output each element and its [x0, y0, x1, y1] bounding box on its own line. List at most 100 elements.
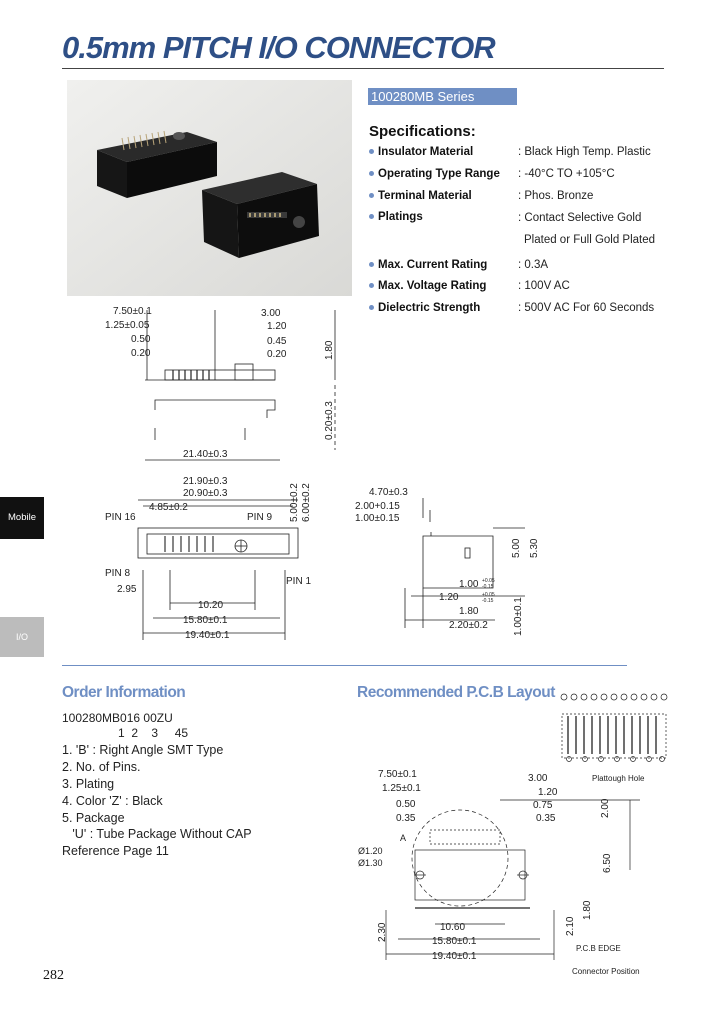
tolerance-label: -0.15	[482, 584, 494, 590]
order-line: 1. 'B' : Right Angle SMT Type	[62, 743, 224, 757]
dim-label: 15.80±0.1	[183, 615, 228, 626]
dim-label: 2.20±0.2	[449, 620, 488, 631]
dim-label: 5.00±0.2	[289, 483, 300, 522]
dim-label: 10.60	[440, 922, 465, 933]
product-photo	[67, 80, 352, 296]
side-tab-mobile[interactable]: Mobile	[0, 497, 44, 539]
spec-value: : 0.3A	[518, 259, 549, 271]
page-number: 282	[43, 968, 64, 983]
dim-label: 1.25±0.05	[105, 320, 150, 331]
dim-label: 15.80±0.1	[432, 936, 477, 947]
dim-label: 7.50±0.1	[113, 306, 152, 317]
dim-label: 1.00±0.1	[513, 597, 524, 636]
pcb-layout-drawing: 7.50±0.1 1.25±0.1 0.50 0.35 3.00 1.20 0.…	[358, 693, 668, 976]
spec-value: : 100V AC	[518, 280, 570, 292]
spec-value: : Black High Temp. Plastic	[518, 146, 651, 158]
dim-label: 2.00	[600, 798, 611, 818]
dim-label: 1.20	[538, 787, 558, 798]
dim-label: 10.20	[198, 600, 223, 611]
page-title: 0.5mm PITCH I/O CONNECTOR	[62, 30, 496, 65]
bullet-icon	[369, 214, 374, 220]
dim-label: 6.50	[602, 853, 613, 873]
dim-label: 0.50	[131, 334, 151, 345]
dim-label: 3.00	[261, 308, 281, 319]
spec-label: Max. Voltage Rating	[378, 280, 487, 292]
spec-label: Terminal Material	[378, 190, 472, 202]
pcb-label: A	[400, 833, 406, 843]
dim-label: 5.30	[529, 538, 540, 558]
bullet-icon	[369, 171, 374, 177]
series-label: 100280MB Series	[368, 88, 517, 105]
dim-label: 1.80	[582, 900, 593, 920]
tolerance-label: -0.15	[482, 598, 494, 604]
spec-label: Max. Current Rating	[378, 259, 488, 271]
spec-value: : Contact Selective Gold	[518, 212, 642, 224]
spec-row: Terminal Material	[369, 190, 472, 202]
spec-row: Max. Voltage Rating	[369, 280, 486, 292]
bullet-icon	[369, 305, 374, 311]
dim-label: 7.50±0.1	[378, 769, 417, 780]
spec-label: Platings	[378, 211, 423, 223]
dim-label: 1.80	[459, 606, 479, 617]
order-info-heading: Order Information	[62, 684, 186, 701]
pcb-label: Plattough Hole	[592, 774, 645, 783]
spec-label: Insulator Material	[378, 146, 474, 158]
spec-row: Operating Type Range	[369, 168, 500, 180]
dim-label: 20.90±0.3	[183, 488, 228, 499]
dim-label: 6.00±0.2	[301, 483, 312, 522]
dim-label: 1.00±0.15	[355, 513, 400, 524]
dim-label: 0.75	[533, 800, 553, 811]
spec-row: Insulator Material	[369, 146, 473, 158]
spec-row: Dielectric Strength	[369, 302, 480, 314]
title-divider	[62, 68, 664, 69]
order-line: 4. Color 'Z' : Black	[62, 794, 163, 808]
bullet-icon	[369, 149, 374, 155]
dim-label: 1.20	[267, 321, 287, 332]
section-divider	[62, 665, 627, 666]
pin-label: PIN 9	[247, 512, 272, 523]
dim-label: 5.00	[511, 538, 522, 558]
top-view-drawing: 7.50±0.1 1.25±0.05 0.50 0.20 3.00 1.20 0…	[105, 306, 336, 461]
order-index: 1 2 3 45	[118, 726, 189, 740]
dim-label: 1.25±0.1	[382, 783, 421, 794]
dim-label: 0.45	[267, 336, 287, 347]
spec-label: Operating Type Range	[378, 168, 500, 180]
dim-label: 0.35	[396, 813, 416, 824]
dim-label: 1.80	[324, 340, 335, 360]
order-part-number: 100280MB016 00ZU	[62, 711, 173, 725]
pcb-label: Connector Position	[572, 967, 640, 976]
dim-label: 19.40±0.1	[432, 951, 477, 962]
dim-label: 4.85±0.2	[149, 502, 188, 513]
front-view-drawing: 21.90±0.3 20.90±0.3 4.85±0.2 5.00±0.2 6.…	[105, 476, 312, 641]
order-line: 2. No. of Pins.	[62, 760, 141, 774]
dim-label: 0.35	[536, 813, 556, 824]
specifications-heading: Specifications:	[369, 123, 476, 140]
bullet-icon	[369, 283, 374, 289]
dim-label: 21.90±0.3	[183, 476, 228, 487]
spec-value: : 500V AC For 60 Seconds	[518, 302, 655, 314]
side-view-drawing: 4.70±0.3 2.00+0.15 1.00±0.15 5.00 5.30 1…	[355, 487, 540, 636]
dim-label: 0.20±0.3	[324, 401, 335, 440]
dim-label: 2.30	[377, 922, 388, 942]
side-tab-io[interactable]: I/O	[0, 617, 44, 657]
dim-label: 1.00	[459, 579, 479, 590]
bullet-icon	[369, 193, 374, 199]
dim-label: 2.00+0.15	[355, 501, 400, 512]
pcb-label: Ø1.30	[358, 858, 383, 868]
dim-label: 19.40±0.1	[185, 630, 230, 641]
pcb-label: P.C.B EDGE	[576, 944, 621, 953]
order-line: 3. Plating	[62, 777, 115, 791]
tolerance-label: +0.05	[482, 592, 495, 598]
dim-label: 1.20	[439, 592, 459, 603]
spec-row: Max. Current Rating	[369, 259, 487, 271]
spec-label: Dielectric Strength	[378, 302, 481, 314]
dim-label: 4.70±0.3	[369, 487, 408, 498]
dim-label: 0.50	[396, 799, 416, 810]
pin-label: PIN 8	[105, 568, 130, 579]
dim-label: 0.20	[131, 348, 151, 359]
pin-label: PIN 16	[105, 512, 136, 523]
tolerance-label: +0.05	[482, 578, 495, 584]
pcb-label: Ø1.20	[358, 846, 383, 856]
spec-value: : Phos. Bronze	[518, 190, 594, 202]
spec-row: Platings	[369, 211, 423, 223]
